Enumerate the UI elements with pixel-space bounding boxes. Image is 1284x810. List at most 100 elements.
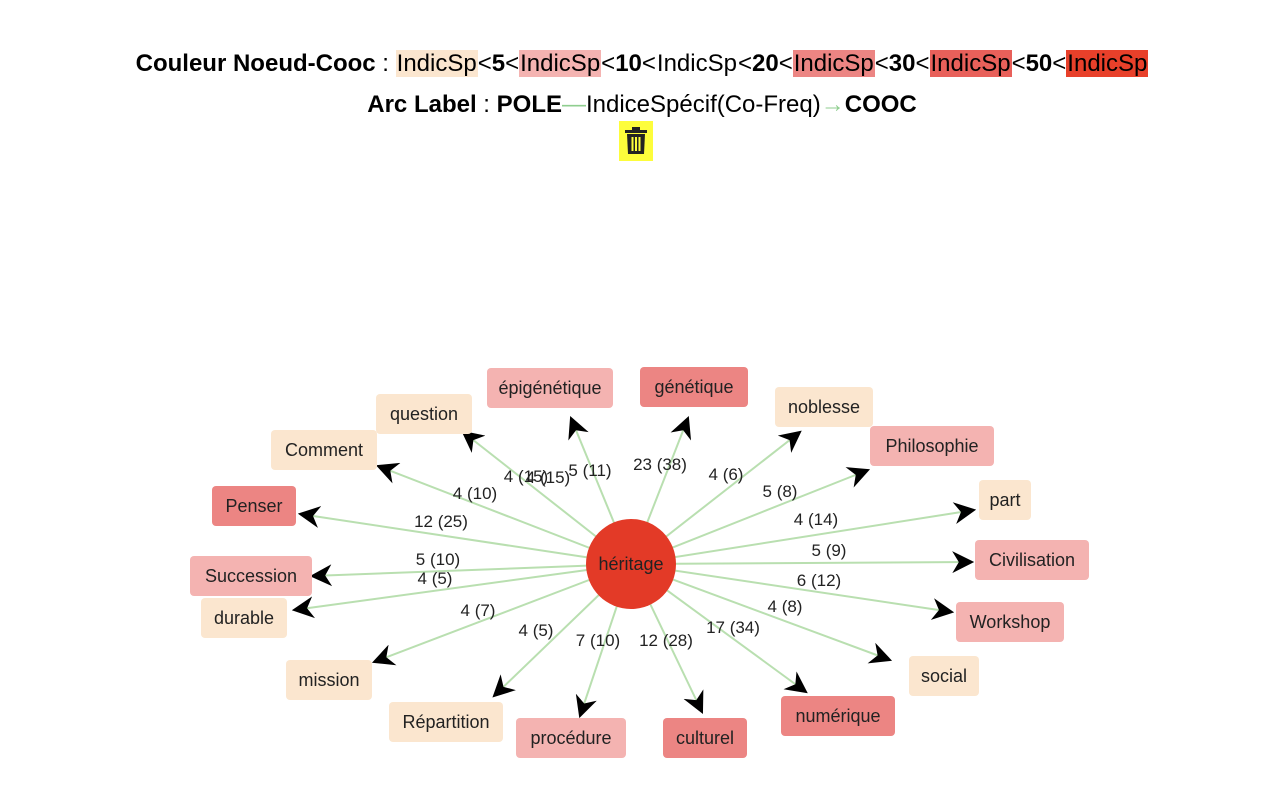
edge-label: 4 (8) bbox=[768, 597, 803, 616]
node-box bbox=[909, 656, 979, 696]
node-6[interactable]: Penser bbox=[212, 486, 296, 526]
arc-arrow: → bbox=[820, 91, 845, 118]
node-box bbox=[781, 696, 895, 736]
center-node-label: héritage bbox=[598, 554, 663, 574]
node-16[interactable]: culturel bbox=[663, 718, 747, 758]
lt-sign: < bbox=[915, 50, 930, 77]
node-13[interactable]: social bbox=[909, 656, 979, 696]
arc-label-title: Arc Label bbox=[367, 91, 477, 118]
edge-label: 4 (6) bbox=[709, 465, 744, 484]
node-1[interactable]: génétique bbox=[640, 367, 748, 407]
edge-label: 23 (38) bbox=[633, 455, 687, 474]
arc-middle: IndiceSpécif(Co-Freq) bbox=[585, 91, 821, 118]
node-2[interactable]: question bbox=[376, 394, 472, 434]
node-label: mission bbox=[298, 670, 359, 690]
node-11[interactable]: Workshop bbox=[956, 602, 1064, 642]
threshold-2: 20 bbox=[751, 50, 779, 77]
edge-line bbox=[630, 563, 893, 664]
node-4[interactable]: Comment bbox=[271, 430, 377, 470]
edge-label: 4 (7) bbox=[461, 601, 496, 620]
arc-label-legend: Arc Label : POLE—IndiceSpécif(Co-Freq)→C… bbox=[0, 87, 1284, 123]
node-label: durable bbox=[214, 608, 274, 628]
lt-sign: < bbox=[477, 50, 492, 77]
edge-label: 7 (10) bbox=[576, 631, 620, 650]
arc-pole: POLE bbox=[496, 91, 562, 118]
arc-dash: — bbox=[561, 91, 586, 118]
node-label: culturel bbox=[676, 728, 734, 748]
lt-sign: < bbox=[737, 50, 752, 77]
node-label: Philosophie bbox=[885, 436, 978, 456]
node-box bbox=[775, 387, 873, 427]
swatch-level-4: IndicSp bbox=[929, 50, 1012, 77]
edge-labels-layer: 4 (15) 23 (38) 4 (15) 4 (6) 4 (10) 5 (8) 12 (2… bbox=[414, 455, 846, 650]
edge-label: 5 (10) bbox=[416, 550, 460, 569]
node-box bbox=[640, 367, 748, 407]
node-label: Comment bbox=[285, 440, 363, 460]
lt-sign: < bbox=[601, 50, 616, 77]
node-7[interactable]: part bbox=[979, 480, 1031, 520]
node-label: procédure bbox=[530, 728, 611, 748]
node-box bbox=[389, 702, 503, 742]
node-box bbox=[487, 368, 613, 408]
edge-line bbox=[297, 506, 632, 565]
threshold-0: 5 bbox=[491, 50, 506, 77]
node-8[interactable]: Succession bbox=[190, 556, 312, 596]
arc-cooc: COOC bbox=[844, 91, 917, 118]
edge-label: 4 (15) bbox=[526, 468, 570, 487]
node-box bbox=[979, 480, 1031, 520]
trash-icon bbox=[625, 127, 647, 154]
node-14[interactable]: Répartition bbox=[389, 702, 503, 742]
swatch-level-3: IndicSp bbox=[792, 50, 875, 77]
lt-sign: < bbox=[874, 50, 889, 77]
edge-label: 4 (10) bbox=[453, 484, 497, 503]
edge-label: 4 (5) bbox=[519, 621, 554, 640]
node-15[interactable]: procédure bbox=[516, 718, 626, 758]
edge-line bbox=[630, 551, 975, 574]
edge-label: 4 (15) bbox=[504, 467, 548, 486]
swatch-level-0: IndicSp bbox=[395, 50, 478, 77]
edge-line bbox=[371, 563, 632, 666]
node-box bbox=[516, 718, 626, 758]
node-label: question bbox=[390, 404, 458, 424]
node-5[interactable]: Philosophie bbox=[870, 426, 994, 466]
node-17[interactable]: numérique bbox=[781, 696, 895, 736]
node-label: part bbox=[989, 490, 1020, 510]
node-3[interactable]: noblesse bbox=[775, 387, 873, 427]
node-box bbox=[956, 602, 1064, 642]
node-label: Workshop bbox=[970, 612, 1051, 632]
node-box bbox=[376, 394, 472, 434]
node-0[interactable]: épigénétique bbox=[487, 368, 613, 408]
node-color-legend-title: Couleur Noeud-Cooc bbox=[135, 50, 376, 77]
node-box bbox=[870, 426, 994, 466]
node-9[interactable]: Civilisation bbox=[975, 540, 1089, 580]
legend-separator: : bbox=[375, 50, 396, 77]
node-label: génétique bbox=[654, 377, 733, 397]
lt-sign: < bbox=[505, 50, 520, 77]
node-12[interactable]: mission bbox=[286, 660, 372, 700]
center-node[interactable]: héritage bbox=[586, 519, 676, 609]
node-box bbox=[975, 540, 1089, 580]
node-box bbox=[663, 718, 747, 758]
edge-label: 4 (5) bbox=[418, 569, 453, 588]
edge-label: 5 (8) bbox=[763, 482, 798, 501]
edge-line bbox=[630, 502, 977, 565]
edge-label: 4 (14) bbox=[794, 510, 838, 529]
node-color-legend: Couleur Noeud-Cooc : IndicSp<5<IndicSp<1… bbox=[0, 46, 1284, 82]
node-label: Penser bbox=[225, 496, 282, 516]
node-label: social bbox=[921, 666, 967, 686]
node-box bbox=[190, 556, 312, 596]
node-box bbox=[271, 430, 377, 470]
node-label: Répartition bbox=[402, 712, 489, 732]
node-box bbox=[201, 598, 287, 638]
edge-label: 5 (11) bbox=[568, 461, 611, 480]
lt-sign: < bbox=[778, 50, 793, 77]
edge-label: 12 (25) bbox=[414, 512, 468, 531]
trash-button[interactable] bbox=[619, 121, 653, 161]
lt-sign: < bbox=[641, 50, 656, 77]
node-10[interactable]: durable bbox=[201, 598, 287, 638]
threshold-4: 50 bbox=[1025, 50, 1053, 77]
node-label: numérique bbox=[795, 706, 880, 726]
edge-label: 5 (9) bbox=[812, 541, 847, 560]
node-label: Civilisation bbox=[989, 550, 1075, 570]
